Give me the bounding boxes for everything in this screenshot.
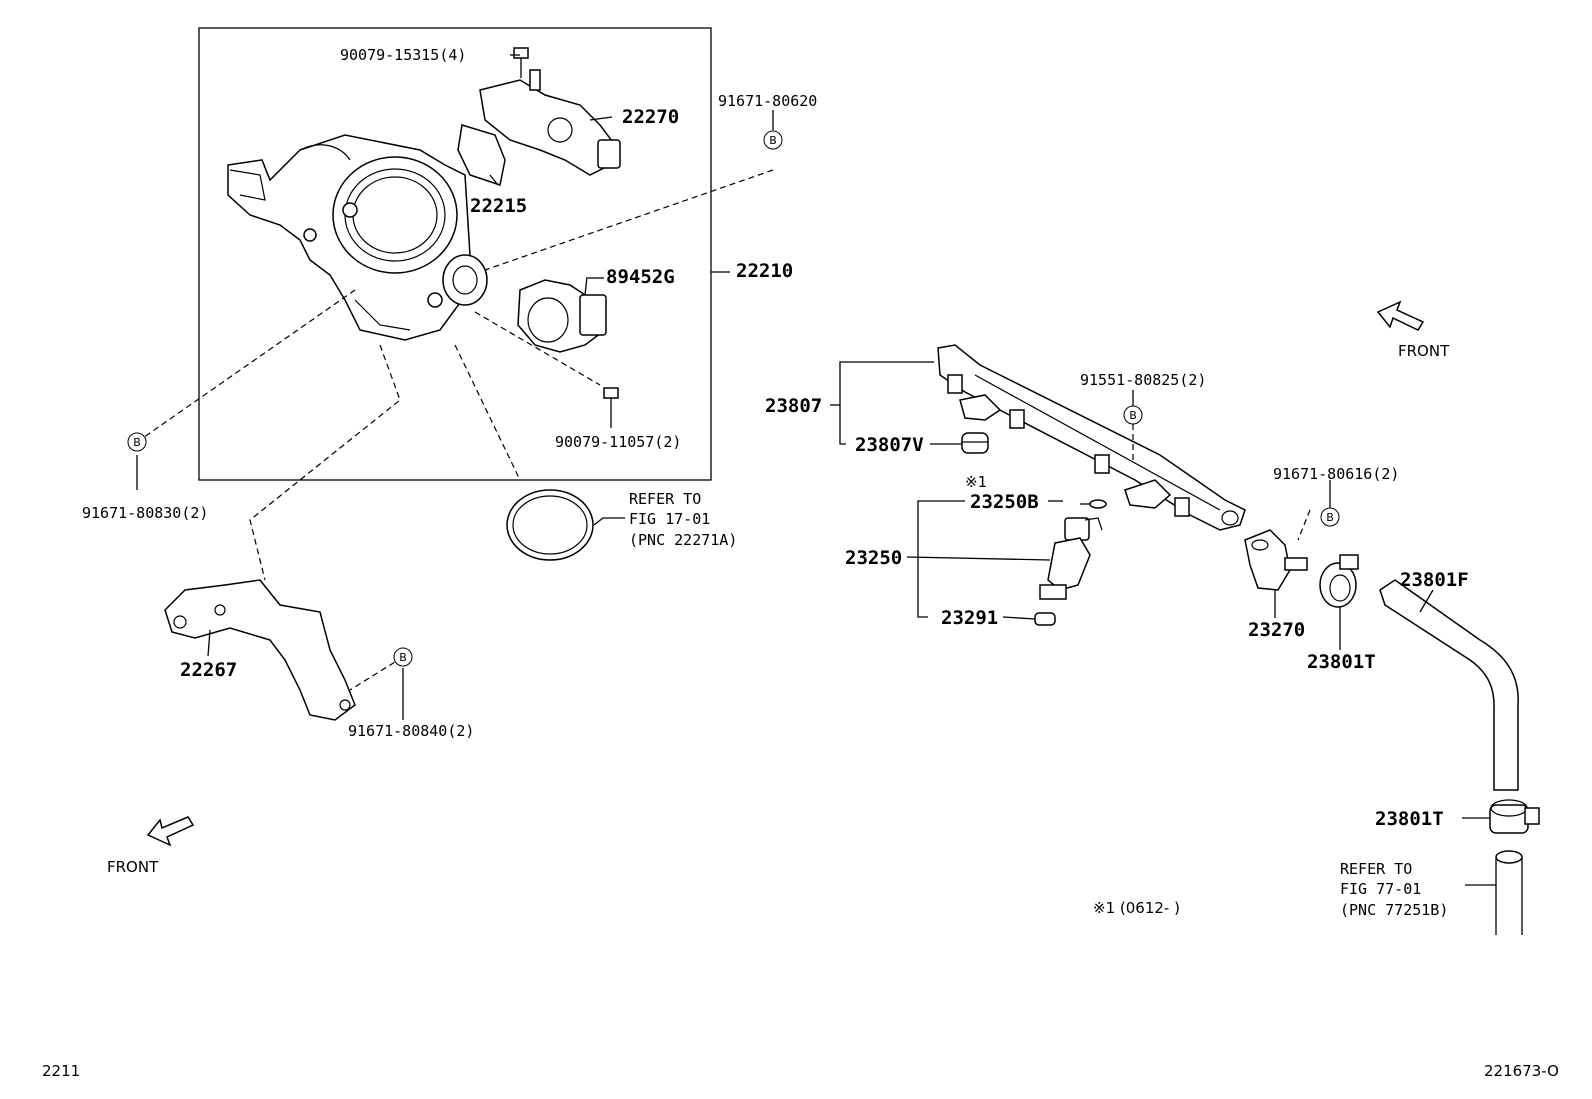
bolt-marker-b-1: B bbox=[763, 130, 783, 150]
pressure-regulator-part[interactable] bbox=[1244, 529, 1308, 591]
refer-note-2-line3: (PNC 77251B) bbox=[1340, 901, 1448, 919]
refer-note-1-line3: (PNC 22271A) bbox=[629, 531, 737, 549]
footnote-1: ※1 (0612- ) bbox=[1093, 899, 1180, 917]
label-22267[interactable]: 22267 bbox=[180, 659, 237, 681]
oring-23250b-part[interactable] bbox=[1089, 499, 1107, 509]
label-23807[interactable]: 23807 bbox=[765, 395, 822, 417]
label-90079-15315[interactable]: 90079-15315(4) bbox=[340, 46, 466, 64]
hose-clamp-upper-part[interactable] bbox=[1319, 554, 1359, 608]
fuel-rail-part[interactable] bbox=[937, 344, 1246, 531]
front-label-left: FRONT bbox=[107, 858, 159, 876]
label-22210[interactable]: 22210 bbox=[736, 260, 793, 282]
label-91671-80616[interactable]: 91671-80616(2) bbox=[1273, 465, 1399, 483]
throttle-sensor-part[interactable] bbox=[517, 279, 607, 353]
footer-figure-number: 2211 bbox=[42, 1062, 80, 1080]
injector-part[interactable] bbox=[1039, 517, 1103, 600]
svg-text:B: B bbox=[769, 134, 777, 147]
idle-air-valve-part[interactable] bbox=[479, 69, 621, 176]
label-23801t-lower[interactable]: 23801T bbox=[1375, 808, 1444, 830]
note-mark-1: ※1 bbox=[965, 473, 987, 491]
label-89452g[interactable]: 89452G bbox=[606, 266, 675, 288]
svg-text:B: B bbox=[399, 651, 407, 664]
label-91671-80840[interactable]: 91671-80840(2) bbox=[348, 722, 474, 740]
bolt-marker-b-2: B bbox=[127, 432, 147, 452]
label-91671-80830[interactable]: 91671-80830(2) bbox=[82, 504, 208, 522]
label-22270[interactable]: 22270 bbox=[622, 106, 679, 128]
svg-text:B: B bbox=[1326, 511, 1334, 524]
gasket-part[interactable] bbox=[457, 124, 506, 186]
bracket-part[interactable] bbox=[164, 579, 356, 721]
label-23801f[interactable]: 23801F bbox=[1400, 569, 1469, 591]
assembly-box-22210 bbox=[198, 27, 712, 481]
label-23270[interactable]: 23270 bbox=[1248, 619, 1305, 641]
fuel-hose-part[interactable] bbox=[1379, 579, 1519, 791]
front-arrow-right-icon bbox=[1376, 300, 1425, 331]
bolt-90079-15315-part[interactable] bbox=[513, 47, 529, 78]
refer-note-1-line1: REFER TO bbox=[629, 490, 701, 508]
label-23250[interactable]: 23250 bbox=[845, 547, 902, 569]
label-90079-11057[interactable]: 90079-11057(2) bbox=[555, 433, 681, 451]
refer-note-2-line2[interactable]: FIG 77-01 bbox=[1340, 880, 1421, 898]
label-23250b[interactable]: 23250B bbox=[970, 491, 1039, 513]
bolt-marker-b-3: B bbox=[393, 647, 413, 667]
o-ring-part[interactable] bbox=[506, 489, 594, 561]
screw-90079-11057-part[interactable] bbox=[603, 387, 619, 415]
front-label-right: FRONT bbox=[1398, 342, 1450, 360]
refer-note-1-line2[interactable]: FIG 17-01 bbox=[629, 510, 710, 528]
label-23801t-upper[interactable]: 23801T bbox=[1307, 651, 1376, 673]
refer-note-2-line1: REFER TO bbox=[1340, 860, 1412, 878]
bolt-marker-b-4: B bbox=[1123, 405, 1143, 425]
throttle-body-part[interactable] bbox=[227, 134, 488, 341]
outlet-pipe-part[interactable] bbox=[1495, 850, 1523, 935]
label-91671-80620[interactable]: 91671-80620 bbox=[718, 92, 817, 110]
label-91551-80825[interactable]: 91551-80825(2) bbox=[1080, 371, 1206, 389]
label-22215[interactable]: 22215 bbox=[470, 195, 527, 217]
svg-text:B: B bbox=[1129, 409, 1137, 422]
grommet-part[interactable] bbox=[961, 432, 989, 454]
footer-illustration-code: 221673-O bbox=[1484, 1062, 1559, 1080]
label-23807v[interactable]: 23807V bbox=[855, 434, 924, 456]
front-arrow-left-icon bbox=[146, 816, 195, 847]
bolt-marker-b-5: B bbox=[1320, 507, 1340, 527]
svg-text:B: B bbox=[133, 436, 141, 449]
hose-clamp-lower-part[interactable] bbox=[1489, 799, 1540, 834]
label-23291[interactable]: 23291 bbox=[941, 607, 998, 629]
seal-23291-part[interactable] bbox=[1034, 612, 1056, 626]
